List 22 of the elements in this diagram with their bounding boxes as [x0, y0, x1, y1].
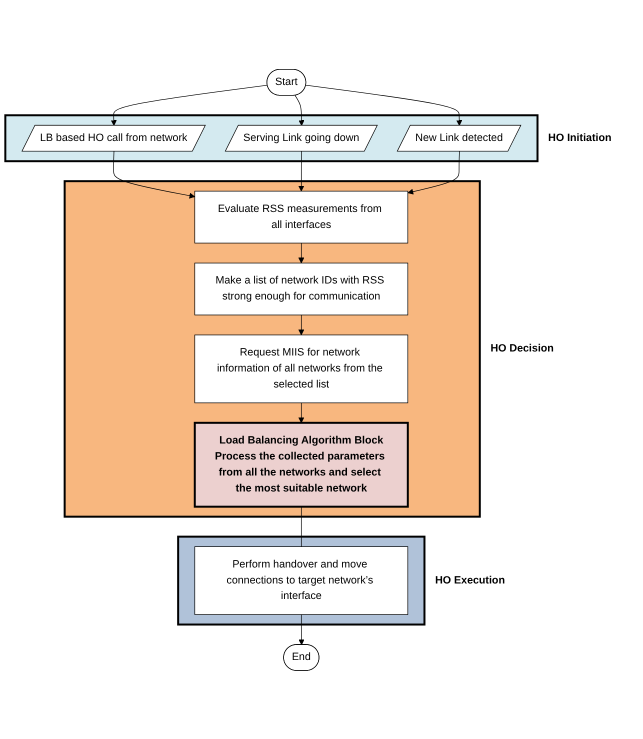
cluster — [177, 535, 426, 626]
node-box: Perform handover and move connections to target network’s interface — [194, 546, 408, 614]
node-box: Evaluate RSS measurements from all interfaces — [194, 190, 408, 243]
arrow — [298, 314, 304, 335]
arrow — [113, 150, 196, 198]
arrow — [298, 242, 304, 263]
arrow — [408, 150, 460, 194]
arrow — [298, 150, 304, 192]
node-box: Load Balancing Algorithm Block Process the collected parameters from all the networks and select the most suitable network — [194, 421, 409, 508]
arrow — [306, 84, 462, 126]
node-label: HO Initiation — [548, 132, 612, 144]
node-label: HO Execution — [435, 574, 505, 586]
connector — [300, 506, 302, 547]
cluster — [64, 180, 481, 518]
node-box: Make a list of network IDs with RSS strong enough for communication — [194, 262, 408, 315]
node-label: HO Decision — [490, 342, 554, 354]
arrow — [298, 614, 304, 645]
cluster — [4, 114, 538, 162]
arrow — [110, 84, 268, 126]
arrow — [298, 402, 304, 423]
arrow — [294, 94, 304, 126]
node-box: Request MIIS for network information of all networks from the selected list — [194, 334, 408, 403]
